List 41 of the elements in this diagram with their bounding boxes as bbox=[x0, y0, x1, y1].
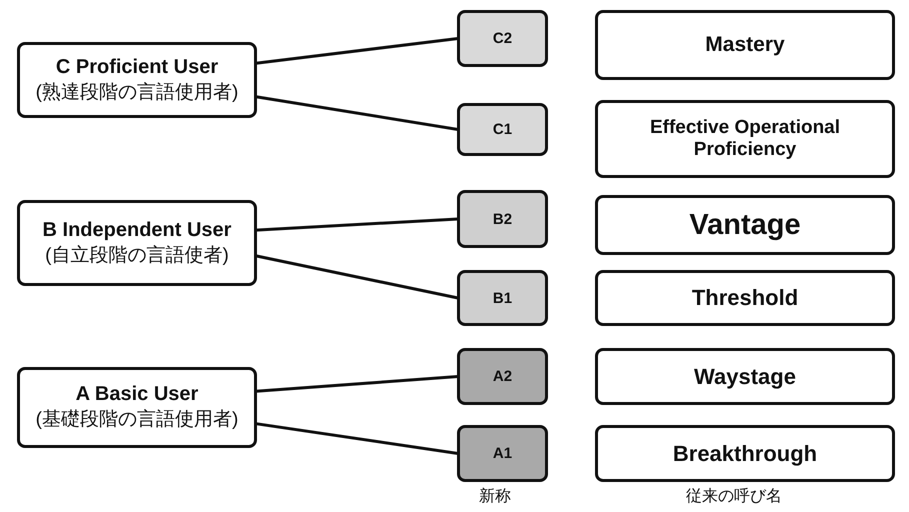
node-subtitle: (基礎段階の言語使用者) bbox=[36, 408, 238, 432]
connector-line bbox=[256, 375, 458, 393]
connector-line bbox=[256, 254, 458, 300]
stage-box bbox=[595, 10, 895, 80]
level-box bbox=[17, 200, 257, 286]
stage-box bbox=[595, 195, 895, 255]
sublevel-box bbox=[457, 270, 548, 326]
node-title: B1 bbox=[492, 290, 512, 306]
node-subtitle: (熟達段階の言語使用者) bbox=[36, 80, 238, 104]
node-title: Threshold bbox=[692, 285, 798, 311]
column-label: 新称 bbox=[479, 486, 511, 507]
node-title: Vantage bbox=[689, 208, 801, 242]
connector-line bbox=[256, 37, 458, 65]
column-label: 従来の呼び名 bbox=[686, 486, 782, 507]
stage-box bbox=[595, 270, 895, 326]
stage-box bbox=[595, 425, 895, 482]
node-title: Mastery bbox=[705, 33, 785, 57]
node-subtitle: (自立段階の言語使者) bbox=[45, 244, 229, 268]
node-title: A2 bbox=[492, 368, 512, 385]
node-title: B Independent User bbox=[42, 218, 232, 242]
connector-line bbox=[256, 422, 458, 455]
sublevel-box bbox=[457, 425, 548, 482]
connector-line bbox=[256, 218, 458, 232]
level-box bbox=[17, 42, 257, 118]
node-title: A Basic User bbox=[76, 383, 198, 406]
node-title: B2 bbox=[492, 210, 512, 228]
stage-box bbox=[595, 348, 895, 405]
sublevel-box bbox=[457, 348, 548, 405]
node-title: C1 bbox=[492, 121, 512, 138]
node-title: Effective Operational Proficiency bbox=[648, 117, 842, 161]
node-title: Breakthrough bbox=[672, 440, 818, 466]
sublevel-box bbox=[457, 190, 548, 248]
node-title: A1 bbox=[492, 445, 512, 462]
level-box bbox=[17, 367, 257, 448]
connector-line bbox=[256, 95, 458, 131]
stage-box bbox=[595, 100, 895, 178]
sublevel-box bbox=[457, 103, 548, 156]
node-title: C2 bbox=[492, 30, 512, 47]
node-title: C Proficient User bbox=[56, 56, 218, 78]
sublevel-box bbox=[457, 10, 548, 67]
node-title: Waystage bbox=[694, 364, 796, 390]
